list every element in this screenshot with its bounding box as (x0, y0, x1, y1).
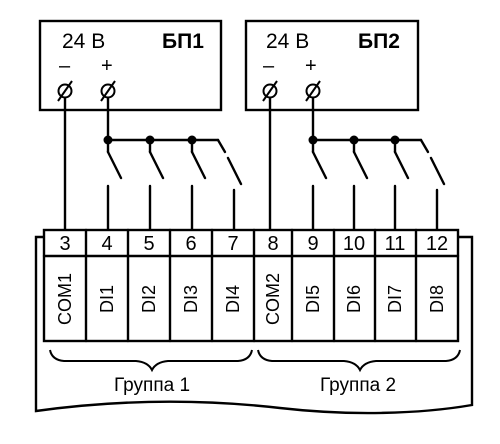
terminal-number: 3 (59, 233, 70, 255)
wire-plus-bus-2 (308, 96, 430, 154)
switch-icon (429, 156, 446, 232)
terminal-number: 9 (307, 233, 318, 255)
power-supply-1-plus: + (101, 55, 113, 77)
power-supply-2-name: БП2 (358, 30, 400, 53)
group-2-brace (257, 349, 461, 373)
switch-icon (311, 150, 328, 232)
switch-icon (148, 150, 165, 232)
junction-dot (145, 135, 155, 145)
group-2-label: Группа 2 (320, 375, 396, 396)
device-enclosure (34, 235, 474, 415)
terminal-number: 6 (185, 233, 196, 255)
terminal-label: DI8 (427, 285, 447, 313)
power-supply-2-plus: + (305, 55, 317, 77)
group-1-label: Группа 1 (114, 375, 190, 396)
terminal-label: DI2 (139, 285, 159, 313)
terminal-number: 12 (426, 233, 448, 255)
wire-plus-bus-1 (103, 96, 227, 154)
switch-icon (352, 150, 369, 232)
switch-icon (190, 150, 207, 232)
terminal-label: DI3 (181, 285, 201, 313)
terminal-number: 11 (385, 233, 406, 255)
terminal-label: COM2 (263, 273, 283, 325)
power-supply-2-voltage: 24 В (266, 30, 309, 53)
junction-dot (187, 135, 197, 145)
terminal-number: 7 (227, 233, 238, 255)
switch-icon (393, 150, 410, 232)
terminal-number: 8 (267, 233, 278, 255)
power-supply-2-minus: – (263, 55, 275, 77)
switch-icon (226, 156, 243, 232)
junction-dot (308, 135, 318, 145)
power-supply-1-minus: – (59, 55, 71, 77)
power-supply-2: 24 В БП2 – + (244, 19, 420, 112)
group-1-brace (49, 349, 253, 373)
terminal-block-frame (42, 228, 460, 343)
terminal-block: 3 4 5 6 7 8 9 10 11 12 COM1 DI1 DI2 DI3 … (42, 228, 460, 343)
power-supply-1-name: БП1 (162, 30, 204, 53)
junction-dot (103, 135, 113, 145)
terminal-number: 5 (143, 233, 154, 255)
terminal-number: 4 (101, 233, 112, 255)
junction-dot (390, 135, 400, 145)
terminal-label: DI1 (97, 285, 117, 313)
power-supply-1-voltage: 24 В (62, 30, 105, 53)
junction-dot (349, 135, 359, 145)
terminal-label: DI6 (344, 285, 364, 313)
switch-icon (106, 150, 123, 232)
terminal-label: COM1 (55, 273, 75, 325)
terminal-number: 10 (343, 233, 365, 255)
switches (106, 150, 446, 232)
terminal-label: DI7 (385, 285, 405, 313)
terminal-label: DI5 (303, 285, 323, 313)
power-supply-1: 24 В БП1 – + (38, 19, 223, 112)
terminal-label: DI4 (223, 285, 243, 313)
